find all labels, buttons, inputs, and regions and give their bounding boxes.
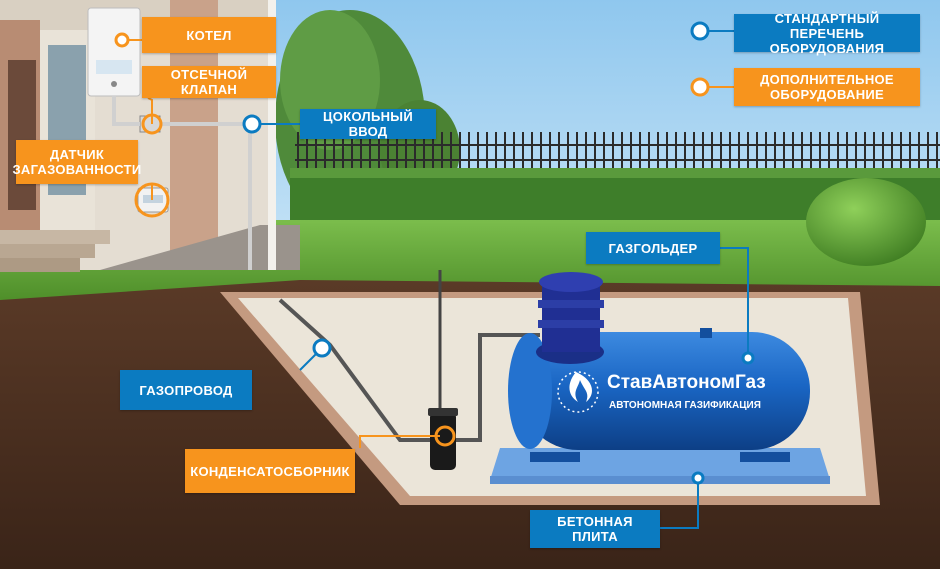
label-gas-sensor-line1: Датчик [49, 147, 105, 162]
brand-name: СтавАвтономГаз [607, 372, 766, 393]
legend-additional-marker-icon [690, 77, 710, 97]
flame-logo-icon [569, 372, 592, 402]
label-condensate-collector: Конденсатосборник [185, 449, 355, 493]
boiler [87, 7, 141, 97]
legend-standard-marker-icon [690, 21, 710, 41]
label-gas-pipeline: Газопровод [120, 370, 252, 410]
legend-standard: Стандартный перечень оборудования [734, 11, 920, 56]
legend-additional: Дополнительное оборудование [734, 68, 920, 106]
label-gas-sensor: Датчик загазованности [12, 140, 141, 184]
label-boiler: Котел [142, 17, 276, 53]
label-concrete-slab: Бетонная плита [530, 510, 660, 548]
condensate-collector [428, 408, 458, 470]
gas-holder-tank [508, 272, 810, 462]
label-shutoff-valve: Отсечной клапан [142, 66, 276, 98]
brand-tagline: Автономная газификация [609, 400, 761, 411]
label-gas-sensor-line2: загазованности [12, 162, 142, 177]
label-gas-holder: Газгольдер [586, 232, 720, 264]
label-basement-entry: Цокольный ввод [300, 109, 436, 139]
bush [806, 178, 926, 266]
